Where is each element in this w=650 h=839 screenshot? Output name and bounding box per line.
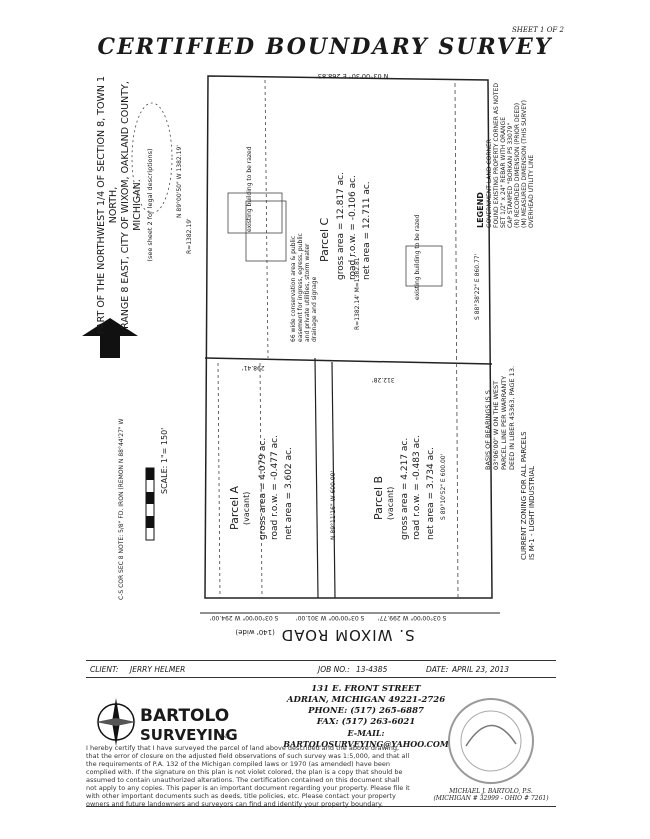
road-name: S. WIXOM ROAD xyxy=(280,626,415,644)
north-line-dimension: N 89°00'50" W 1382.19' xyxy=(176,145,183,218)
surveyor-name: MICHAEL J. BARTOLO, P.S. xyxy=(449,788,533,795)
surveyor-license: (MICHIGAN # 32999 - OHIO # 7261) xyxy=(433,795,549,802)
existing-building-c xyxy=(227,192,283,234)
job-label: JOB NO.: xyxy=(318,665,350,674)
overhead-utility-line xyxy=(454,82,459,599)
legend-item: CAP STAMPED "BORKAN PS 33079" xyxy=(507,122,514,228)
parcel-c-net: net area = 12.711 ac. xyxy=(362,181,372,280)
footer: BARTOLO SURVEYING INC. 131 E. FRONT STRE… xyxy=(86,676,556,808)
divider-ab-dimension: N 89°11'16" W 600.00' xyxy=(330,470,337,540)
address-street: 131 E. FRONT STREET xyxy=(311,684,421,694)
parcel-c-south-line xyxy=(204,357,493,365)
legend-item: GOVERNMENT LAND CORNER xyxy=(486,139,493,228)
parcel-b-net: net area = 3.734 ac. xyxy=(426,447,436,540)
parcel-a-net: net area = 3.602 ac. xyxy=(284,447,294,540)
description-line-3: (see sheet 2 for legal descriptions) xyxy=(146,148,154,262)
west-dimension: R=1382.19' xyxy=(186,218,193,254)
property-boundary xyxy=(204,75,493,599)
bottom-c-dimension: S 03°00'00" W 299.77' xyxy=(378,614,447,621)
legend-item: (M) MEASURED DIMENSION (THIS SURVEY) xyxy=(521,99,528,228)
easement-note: 66 wide conservation area & public easem… xyxy=(290,233,318,342)
parcel-b-west-line xyxy=(331,361,336,599)
fax: FAX: (517) 263-6021 xyxy=(316,717,416,727)
email: E-MAIL: BARTOLOSURVEYING@YAHOO.COM xyxy=(283,728,449,749)
easement-line xyxy=(264,79,269,359)
existing-building-note: existing building to be razed xyxy=(246,146,253,232)
parcel-a-label: Parcel A xyxy=(228,485,241,530)
legend-item: SET 1/2" x 24" REBAR WITH ORANGE xyxy=(500,117,507,228)
surveyor-seal xyxy=(448,698,534,784)
east-dimension: S 88°38'22" E 860.77' xyxy=(474,253,481,320)
certification-text: I hereby certify that I have surveyed th… xyxy=(86,744,410,808)
zoning-note: CURRENT ZONING FOR ALL PARCELS IS M-1 - … xyxy=(520,431,536,560)
wetland-boundary xyxy=(131,102,173,214)
description-line-2: RANGE 8 EAST, CITY OF WIXOM, OAKLAND COU… xyxy=(120,81,143,329)
parcel-a-vacant: (vacant) xyxy=(242,491,251,525)
compass-rose-icon xyxy=(96,698,136,746)
company-inc: INC. xyxy=(220,734,232,740)
north-arrow xyxy=(82,318,138,358)
address-city: ADRIAN, MICHIGAN 49221-2726 xyxy=(286,695,446,705)
parcel-b-label: Parcel B xyxy=(372,475,385,520)
surveyor-signature-block: MICHAEL J. BARTOLO, P.S. (MICHIGAN # 329… xyxy=(431,788,551,802)
parcel-b-gross: gross area = 4.217 ac. xyxy=(400,437,410,540)
parcel-b-row: road r.o.w. = -0.483 ac. xyxy=(412,435,422,540)
page-title: CERTIFIED BOUNDARY SURVEY xyxy=(97,34,553,60)
legend-item: OVERHEAD UTILITY LINE xyxy=(528,154,535,228)
legend-title: LEGEND xyxy=(476,192,485,228)
parcel-c-gross: gross area = 12.817 ac. xyxy=(336,172,346,280)
divider-b-dimension: S 89°10'52" E 600.00' xyxy=(440,453,447,520)
company-name-1: BARTOLO xyxy=(140,706,230,726)
phone: PHONE: (517) 265-6887 xyxy=(308,706,424,716)
b-top-dimension: 312.28' xyxy=(372,376,395,383)
corner-note: C-S COR SEC 8 NOTE: 5/8" FD. IRON (REMON… xyxy=(118,418,125,601)
bottom-b-dimension: S 03°00'00" W 301.00' xyxy=(296,614,365,621)
date-value: APRIL 23, 2013 xyxy=(452,665,510,674)
date-label: DATE: xyxy=(426,665,449,674)
survey-plat xyxy=(82,75,500,614)
job-number: 13-4385 xyxy=(356,665,388,674)
bottom-a-dimension: S 03°00'00" W 294.00' xyxy=(210,614,279,621)
basis-of-bearings: BASIS OF BEARINGS IS S 03°06'00" W ON TH… xyxy=(484,365,516,470)
job-info-bar: CLIENT: JERRY HELMER JOB NO.: 13-4385 DA… xyxy=(86,660,556,678)
legend-item: FOUND EXISTING PROPERTY CORNER AS NOTED xyxy=(493,83,500,228)
client-name: JERRY HELMER xyxy=(130,665,186,674)
legend-items: GOVERNMENT LAND CORNER FOUND EXISTING PR… xyxy=(486,83,535,228)
parcel-c-label: Parcel C xyxy=(318,217,331,262)
company-address: 131 E. FRONT STREET ADRIAN, MICHIGAN 492… xyxy=(266,684,466,750)
ab-top-dimension: 298.41' xyxy=(242,364,265,371)
road-label: S. WIXOM ROAD (140' wide) xyxy=(0,626,650,644)
legend-item: (R) RECORDED DIMENSION (PRIOR DEED) xyxy=(514,102,521,228)
sheet-number: SHEET 1 OF 2 xyxy=(512,26,564,34)
company-name-2: SURVEYING xyxy=(140,726,238,744)
parcel-ab-divider xyxy=(314,357,319,599)
existing-building-c2 xyxy=(405,245,443,287)
client-label: CLIENT: xyxy=(90,665,119,674)
property-description: PART OF THE NORTHWEST 1/4 OF SECTION 8, … xyxy=(96,60,156,350)
road-width: (140' wide) xyxy=(235,628,275,636)
parcel-b-vacant: (vacant) xyxy=(386,486,395,520)
existing-building-note-2: existing building to be razed xyxy=(414,214,421,300)
legend: LEGEND xyxy=(476,192,485,228)
company-logo: BARTOLO SURVEYING INC. xyxy=(94,686,238,756)
west-c-dimension: R=1382.14' M=1382.81' xyxy=(354,255,361,330)
description-line-1: PART OF THE NORTHWEST 1/4 OF SECTION 8, … xyxy=(96,75,119,335)
scale-label: SCALE: 1"= 150' xyxy=(160,427,169,494)
parcel-a-row: road r.o.w. = -0.477 ac. xyxy=(270,435,280,540)
scale-bar xyxy=(145,467,155,541)
top-dimension: N 03°00'30" E 268.83' xyxy=(316,72,389,80)
parcel-a-gross: gross area = 4.079 ac. xyxy=(258,437,268,540)
